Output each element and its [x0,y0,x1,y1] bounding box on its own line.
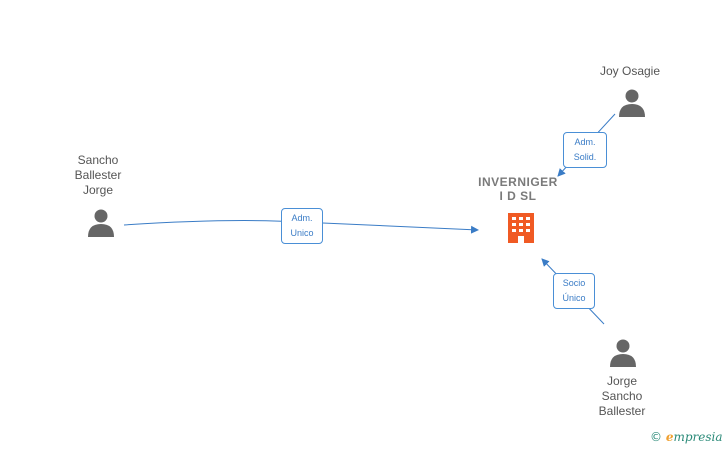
brand-initial: e [665,430,674,444]
edge-label-socio-unico[interactable]: Socio Único [553,273,595,309]
empresia-logo: © empresia [650,430,723,444]
copyright-symbol: © [650,430,662,444]
person-label-sancho[interactable]: Sancho Ballester Jorge [74,153,122,197]
edge-label-adm-solid[interactable]: Adm. Solid. [563,132,607,168]
company-label[interactable]: INVERNIGER I D SL [478,175,558,203]
person-icon[interactable] [608,338,638,368]
person-icon[interactable] [86,208,116,238]
brand-name: mpresia [673,430,723,444]
person-label-jorge[interactable]: Jorge Sancho Ballester [598,374,646,418]
person-label-joy[interactable]: Joy Osagie [599,64,661,78]
person-icon[interactable] [617,88,647,118]
building-icon[interactable] [505,212,537,244]
edge-label-adm-unico[interactable]: Adm. Unico [281,208,323,244]
